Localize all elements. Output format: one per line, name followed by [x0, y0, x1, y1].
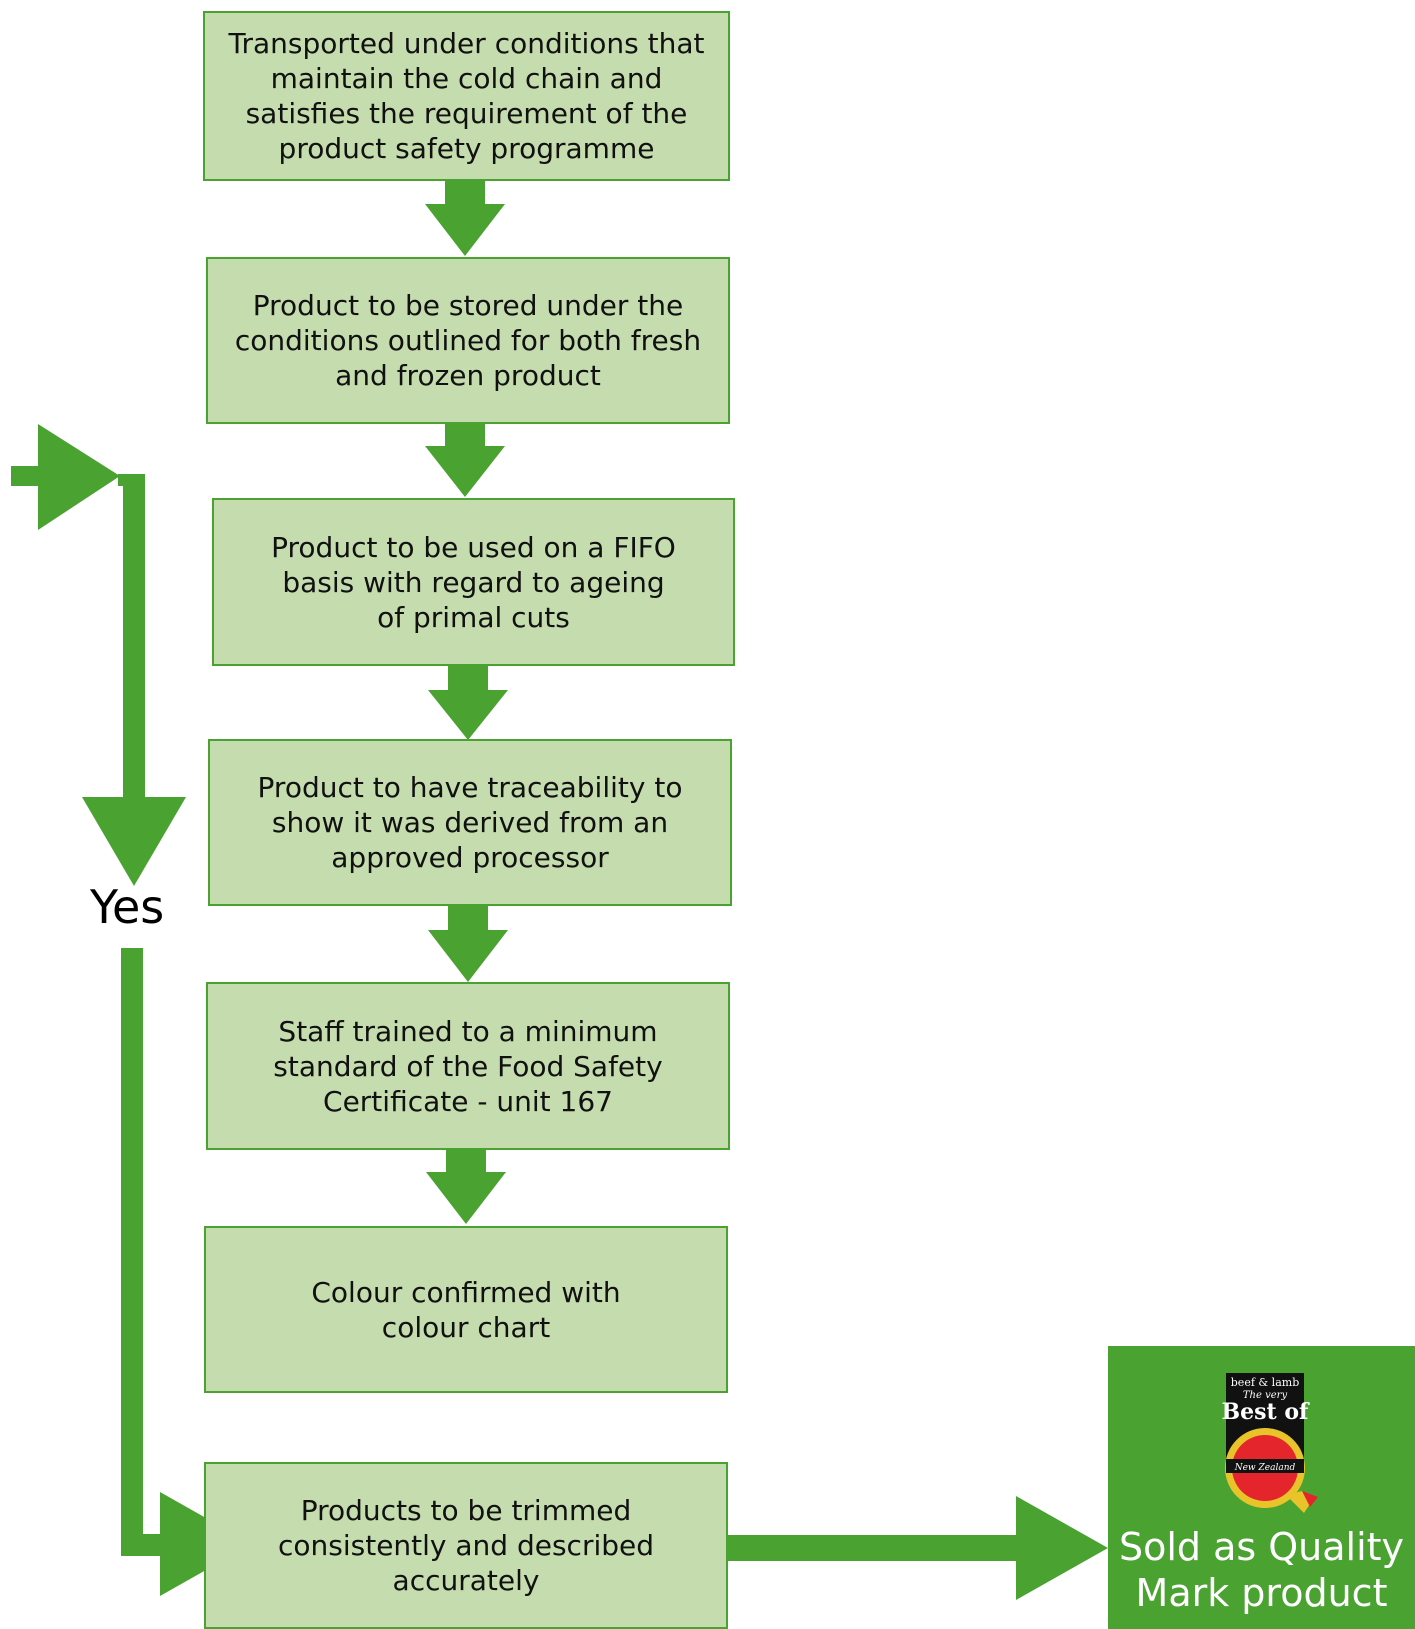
loop-line-upper	[123, 474, 145, 804]
loop-top-connector	[118, 474, 145, 486]
down-arrow-2	[425, 424, 505, 497]
step-transport: Transported under conditions that mainta…	[203, 11, 730, 181]
quality-mark-logo-icon: beef & lamb The very Best of New Zealand	[1222, 1373, 1318, 1513]
down-arrow-1	[425, 180, 505, 256]
step-traceability-text: Product to have traceability to show it …	[257, 771, 683, 874]
logo-line3: Best of	[1222, 1399, 1310, 1425]
step-trimming: Products to be trimmed consistently and …	[204, 1462, 728, 1629]
loop-label-yes: Yes	[90, 880, 165, 934]
logo-line2: The very	[1243, 1390, 1288, 1401]
loop-down-arrow-head	[82, 797, 186, 886]
step-storage: Product to be stored under the condition…	[206, 257, 730, 424]
final-arrow	[727, 1496, 1108, 1600]
loop-top-stub	[11, 466, 39, 486]
step-colour-check: Colour confirmed with colour chart	[204, 1226, 728, 1393]
step-storage-text: Product to be stored under the condition…	[234, 289, 702, 392]
loop-line-lower	[121, 948, 143, 1556]
step-staff-training-text: Staff trained to a minimum standard of t…	[273, 1014, 663, 1118]
step-colour-check-text: Colour confirmed with colour chart	[311, 1275, 621, 1344]
step-fifo: Product to be used on a FIFO basis with …	[212, 498, 735, 666]
step-staff-training: Staff trained to a minimum standard of t…	[206, 982, 730, 1150]
step-traceability: Product to have traceability to show it …	[208, 739, 732, 906]
flow-arrows	[425, 180, 508, 1224]
final-outcome-label: Sold as Quality Mark product	[1118, 1525, 1405, 1615]
logo-line1: beef & lamb	[1231, 1376, 1299, 1389]
loop-top-arrow-head	[38, 424, 120, 530]
final-arrow-shaft	[727, 1535, 1019, 1561]
logo-line4: New Zealand	[1234, 1463, 1296, 1473]
step-trimming-text: Products to be trimmed consistently and …	[277, 1494, 655, 1597]
down-arrow-5	[426, 1150, 506, 1224]
down-arrow-3	[428, 666, 508, 740]
final-arrow-head	[1016, 1496, 1108, 1600]
step-fifo-text: Product to be used on a FIFO basis with …	[271, 530, 676, 634]
step-transport-text: Transported under conditions that mainta…	[228, 27, 705, 165]
down-arrow-4	[428, 906, 508, 982]
final-outcome: beef & lamb The very Best of New Zealand…	[1108, 1346, 1415, 1629]
